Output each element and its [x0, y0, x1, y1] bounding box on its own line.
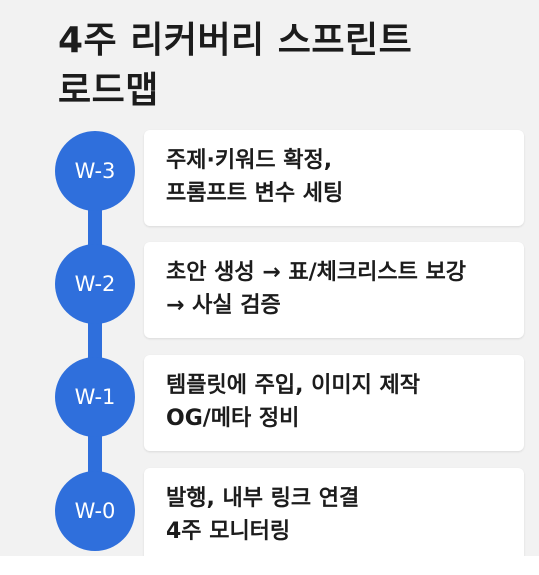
- title-line-2: 로드맵: [58, 70, 159, 111]
- step-label: W-2: [74, 272, 116, 296]
- step-node-w0: W-0: [55, 471, 135, 551]
- step-card-line-2: → 사실 검증: [166, 293, 281, 318]
- step-node-w1: W-1: [55, 357, 135, 437]
- step-card-w0: 발행, 내부 링크 연결 4주 모니터링: [144, 468, 524, 564]
- roadmap-title: 4주 리커버리 스프린트 로드맵: [58, 16, 518, 116]
- timeline-connector: [88, 170, 102, 520]
- step-card-line-2: OG/메타 정비: [166, 406, 300, 431]
- step-card-w1: 템플릿에 주입, 이미지 제작 OG/메타 정비: [144, 355, 524, 451]
- step-card-line-1: 초안 생성 → 표/체크리스트 보강: [166, 260, 466, 285]
- step-node-w2: W-2: [55, 244, 135, 324]
- step-node-w3: W-3: [55, 131, 135, 211]
- step-card-line-1: 발행, 내부 링크 연결: [166, 486, 360, 511]
- step-card-w3: 주제·키워드 확정, 프롬프트 변수 세팅: [144, 130, 524, 226]
- step-card-line-2: 4주 모니터링: [166, 519, 291, 544]
- step-card-w2: 초안 생성 → 표/체크리스트 보강 → 사실 검증: [144, 242, 524, 338]
- step-card-line-1: 템플릿에 주입, 이미지 제작: [166, 373, 420, 398]
- title-line-1: 4주 리커버리 스프린트: [58, 20, 413, 61]
- step-label: W-0: [74, 499, 116, 523]
- roadmap-panel: 4주 리커버리 스프린트 로드맵 W-3 주제·키워드 확정, 프롬프트 변수 …: [0, 0, 539, 556]
- step-label: W-3: [74, 159, 116, 183]
- bottom-strip: [0, 556, 539, 575]
- step-label: W-1: [74, 385, 116, 409]
- step-card-line-1: 주제·키워드 확정,: [166, 148, 333, 173]
- step-card-line-2: 프롬프트 변수 세팅: [166, 181, 344, 206]
